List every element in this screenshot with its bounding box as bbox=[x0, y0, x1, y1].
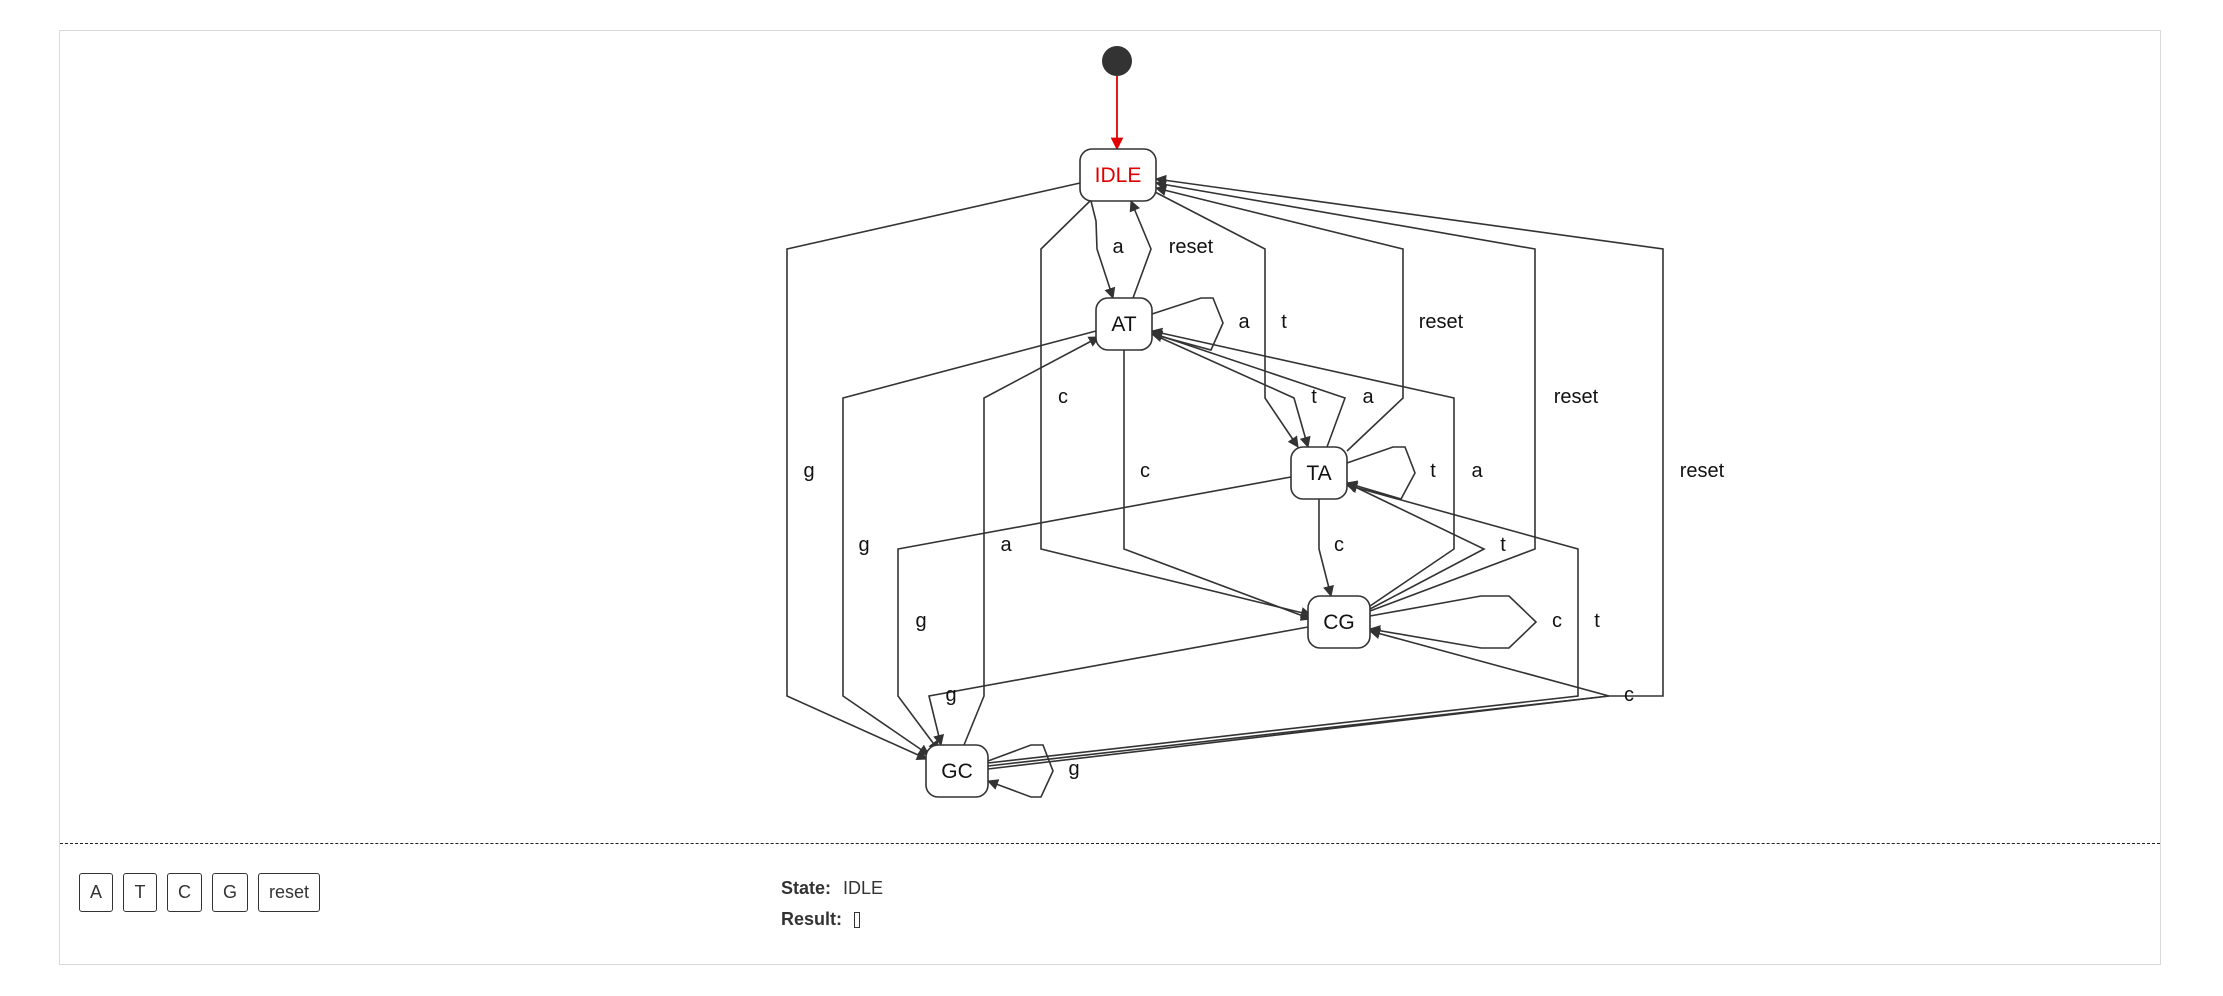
state-label: TA bbox=[1306, 462, 1331, 485]
transition-cg-to-ta bbox=[1345, 482, 1486, 610]
transition-label: a bbox=[1238, 311, 1250, 333]
transition-at-to-at bbox=[1150, 297, 1224, 351]
transition-label: a bbox=[1000, 534, 1012, 556]
transition-label: c bbox=[1624, 684, 1634, 706]
transition-label: c bbox=[1334, 534, 1344, 556]
transition-at-to-idle bbox=[1129, 199, 1152, 299]
state-row: State: IDLE bbox=[781, 873, 883, 904]
transition-label: g bbox=[1068, 758, 1079, 780]
transition-label: t bbox=[1594, 610, 1600, 632]
transition-label: c bbox=[1058, 386, 1068, 408]
transition-cg-to-gc bbox=[928, 626, 1309, 747]
status-panel: State: IDLE Result: bbox=[781, 873, 883, 935]
state-label: IDLE bbox=[1095, 164, 1142, 187]
input-button-reset[interactable]: reset bbox=[258, 873, 321, 912]
result-row: Result: bbox=[781, 904, 883, 935]
input-button-a[interactable]: A bbox=[79, 873, 114, 912]
transition-label: reset bbox=[1169, 236, 1214, 258]
transition-gc-to-gc bbox=[986, 744, 1054, 798]
transition-ta-to-ta bbox=[1345, 446, 1416, 500]
transition-label: reset bbox=[1680, 460, 1725, 482]
transition-idle-to-gc bbox=[786, 182, 1081, 760]
state-ta: TA bbox=[1290, 446, 1348, 500]
transition-label: g bbox=[803, 460, 814, 482]
state-box bbox=[1290, 446, 1348, 500]
transition-cg-to-idle bbox=[1154, 179, 1536, 612]
state-box bbox=[925, 744, 989, 798]
input-button-c[interactable]: C bbox=[167, 873, 203, 912]
transition-label: c bbox=[1552, 610, 1562, 632]
transition-gc-to-at bbox=[963, 336, 1100, 746]
states-layer: IDLE AT TA CG GC bbox=[925, 148, 1371, 798]
transition-gc-to-idle bbox=[987, 174, 1664, 767]
transition-cg-to-at bbox=[1150, 327, 1455, 607]
transition-label: g bbox=[915, 610, 926, 632]
transition-label: a bbox=[1112, 236, 1124, 258]
state-value: IDLE bbox=[843, 878, 884, 898]
transition-ta-to-gc bbox=[897, 476, 1292, 752]
transition-label: g bbox=[945, 684, 956, 706]
initial-state-marker bbox=[1102, 46, 1132, 76]
transition-label: t bbox=[1281, 311, 1287, 333]
transition-label: a bbox=[1471, 460, 1483, 482]
state-label: GC bbox=[941, 760, 973, 783]
transition-label: a bbox=[1362, 386, 1374, 408]
transition-label: t bbox=[1430, 460, 1436, 482]
state-cg: CG bbox=[1307, 595, 1371, 649]
transition-label: g bbox=[858, 534, 869, 556]
transition-ta-to-at bbox=[1150, 330, 1347, 448]
fsm-panel: a reset a t reset t a t a reset reset c c g g g a c t c t g c g… bbox=[59, 30, 2161, 965]
transition-cg-to-cg bbox=[1368, 595, 1538, 649]
state-at: AT bbox=[1095, 297, 1153, 351]
result-value bbox=[854, 911, 861, 928]
result-label: Result: bbox=[781, 909, 843, 929]
state-gc: GC bbox=[925, 744, 989, 798]
transition-idle-to-cg bbox=[1040, 200, 1313, 619]
transition-gc-to-cg bbox=[987, 628, 1610, 770]
state-box bbox=[1079, 148, 1157, 202]
transition-idle-to-ta bbox=[1152, 190, 1299, 448]
transition-at-to-cg bbox=[1123, 350, 1313, 621]
state-label: State: bbox=[781, 878, 832, 898]
state-diagram: a reset a t reset t a t a reset reset c c g g g a c t c t g c g… bbox=[786, 46, 1725, 798]
transition-ta-to-idle bbox=[1154, 184, 1404, 452]
transition-idle-to-at bbox=[1090, 200, 1116, 300]
transition-label: t bbox=[1311, 386, 1317, 408]
state-idle: IDLE bbox=[1079, 148, 1157, 202]
transition-at-to-ta bbox=[1151, 333, 1311, 449]
state-label: CG bbox=[1323, 611, 1355, 634]
transition-label: t bbox=[1500, 534, 1506, 556]
state-label: AT bbox=[1111, 313, 1136, 336]
divider bbox=[60, 843, 2160, 844]
input-button-t[interactable]: T bbox=[123, 873, 158, 912]
state-box bbox=[1307, 595, 1371, 649]
state-box bbox=[1095, 297, 1153, 351]
transition-label: reset bbox=[1554, 386, 1599, 408]
transition-ta-to-cg bbox=[1318, 499, 1334, 598]
transition-label: reset bbox=[1419, 311, 1464, 333]
transition-at-to-gc bbox=[842, 330, 1097, 756]
transition-gc-to-ta bbox=[987, 482, 1579, 764]
transition-label: c bbox=[1140, 460, 1150, 482]
transitions-layer: a reset a t reset t a t a reset reset c c g g g a c t c t g c g bbox=[786, 46, 1725, 798]
input-button-g[interactable]: G bbox=[212, 873, 249, 912]
